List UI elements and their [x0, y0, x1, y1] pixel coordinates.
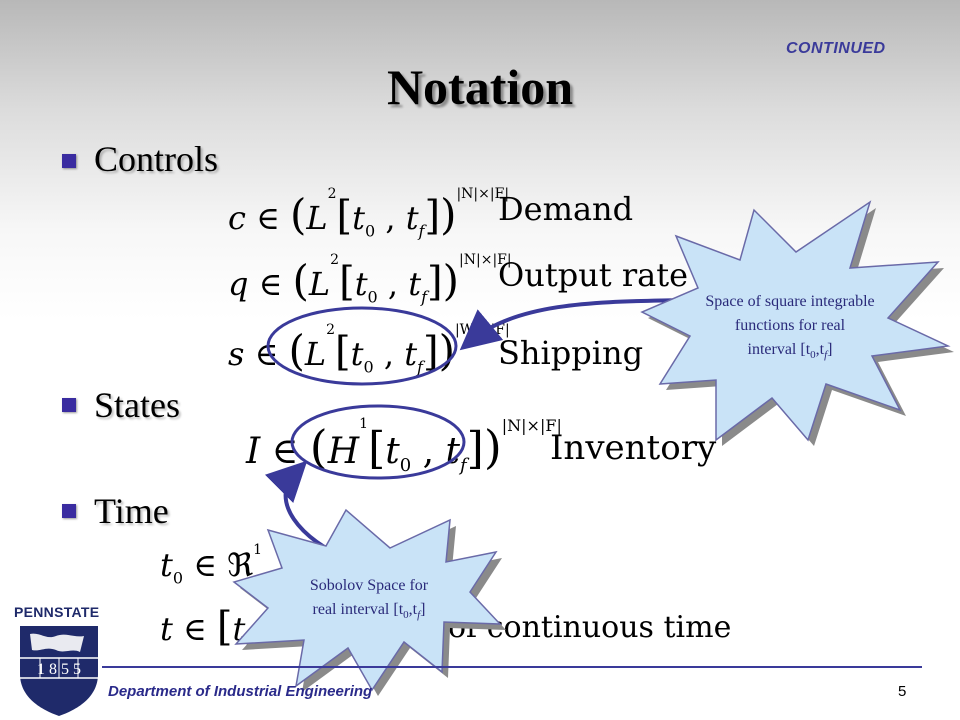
bullet-square-icon: [62, 504, 76, 518]
bullet-time: Time: [94, 491, 169, 531]
shipping-equation: s ∈ (L2[t0 , tf])|W|×|F|: [228, 322, 510, 377]
demand-label: Demand: [498, 190, 634, 228]
output-rate-label: Output rate: [498, 256, 688, 294]
logo-year: 1 8 5 5: [37, 661, 81, 678]
shipping-label: Shipping: [498, 334, 644, 372]
continued-label: CONTINUED: [786, 40, 886, 57]
bullet-states: States: [94, 385, 180, 425]
l2-highlight-ellipse: [266, 306, 458, 386]
slide-title: Notation: [386, 59, 574, 115]
pennstate-shield-logo: 1 8 5 5: [20, 626, 98, 716]
l2-callout-text: Space of square integrable functions for…: [705, 293, 875, 362]
bullet-square-icon: [62, 398, 76, 412]
inventory-label: Inventory: [550, 428, 717, 468]
l2-callout-burst: [640, 200, 951, 442]
page-number: 5: [898, 683, 907, 700]
bullet-square-icon: [62, 154, 76, 168]
h1-callout-text: Sobolov Space for real interval [t0,tf]: [309, 577, 429, 622]
department-name: Department of Industrial Engineering: [108, 683, 373, 700]
l2-arrow: [459, 298, 683, 351]
h1-highlight-ellipse: [290, 404, 466, 480]
footer-divider: [102, 666, 922, 668]
bullet-controls: Controls: [94, 139, 219, 179]
demand-equation: c ∈ (L2[t0 , tf])|N|×|F|: [228, 186, 510, 241]
pennstate-wordmark: PENNSTATE: [14, 604, 100, 620]
h1-callout-burst: [232, 508, 502, 692]
output-rate-equation: q ∈ (L2[t0 , tf])|N|×|F|: [228, 252, 512, 307]
